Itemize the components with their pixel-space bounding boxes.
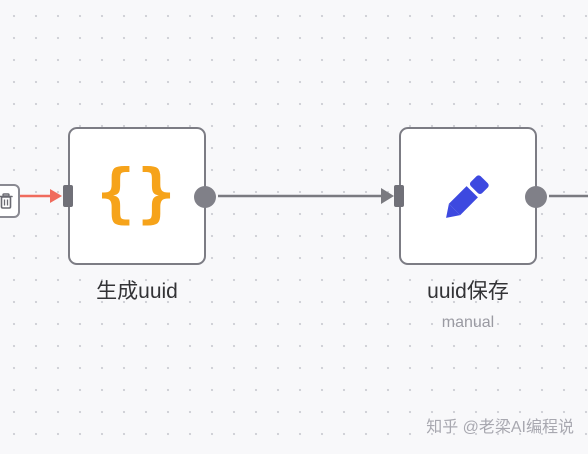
node-input-handle[interactable]	[394, 185, 404, 207]
node-output-handle[interactable]	[194, 186, 216, 208]
connection-incoming-arrow	[50, 189, 62, 203]
connection-incoming[interactable]	[20, 189, 62, 203]
pencil-icon	[446, 175, 489, 218]
connection-generate-to-save[interactable]	[218, 188, 394, 204]
trash-icon	[0, 193, 13, 209]
braces-icon: {}	[96, 157, 178, 231]
watermark-text: 知乎 @老梁AI编程说	[426, 419, 574, 436]
node-input-handle[interactable]	[63, 185, 73, 207]
node-uuid-save[interactable]	[394, 127, 547, 265]
node-label-save: uuid保存	[427, 280, 509, 303]
node-subtitle-save: manual	[441, 314, 495, 331]
node-output-handle[interactable]	[525, 186, 547, 208]
connection-delete-button[interactable]	[0, 184, 20, 218]
node-icon-container	[401, 129, 535, 263]
node-label-generate: 生成uuid	[96, 280, 178, 303]
connection-arrow	[381, 188, 394, 204]
node-generate-uuid[interactable]: {}	[63, 127, 216, 265]
node-icon-container: {}	[70, 129, 204, 263]
